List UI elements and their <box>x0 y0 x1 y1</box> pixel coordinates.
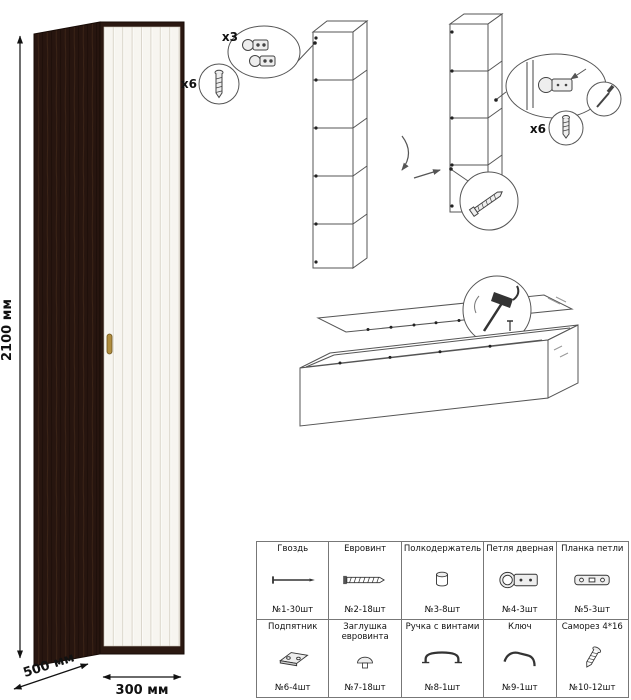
part-name: Подпятник <box>268 622 318 632</box>
hinge-icon <box>242 39 269 51</box>
confirmat-screw-icon <box>468 191 503 218</box>
part-name: Петля дверная <box>486 544 554 554</box>
hinge-icon <box>249 55 276 67</box>
euro-screw-icon <box>339 555 391 605</box>
part-cell-nail: Гвоздь №1-30шт <box>257 542 330 620</box>
euro-screw-icon <box>562 115 570 139</box>
leader-line <box>296 43 315 63</box>
part-cell-shelf-support: Полкодержатель №3-8шт <box>401 542 485 620</box>
assembly-diagram: x3 x6 <box>181 13 622 427</box>
confirmat-screw-callout <box>449 167 519 231</box>
height-dimension-label: 2100 мм <box>0 299 15 361</box>
part-cell-euro-screw: Евровинт №2-18шт <box>329 542 402 620</box>
leader-line <box>496 91 507 100</box>
leader-line <box>451 169 469 182</box>
part-cell-screw-cap: Заглушка евровинта №7-18шт <box>329 620 402 698</box>
screw-count-label-right: x6 <box>530 122 546 136</box>
glide-pad-icon <box>273 633 313 683</box>
self-tapping-screw-icon <box>579 633 605 683</box>
screw-count-label-top: x6 <box>181 77 197 91</box>
nail-icon <box>267 555 319 605</box>
part-cell-self-tapping-screw: Саморез 4*16 №10-12шт <box>556 620 629 698</box>
euro-screw-callout-top: x6 <box>181 63 240 105</box>
inner-rim-back <box>333 327 571 356</box>
shelf-lines <box>450 60 503 166</box>
part-cell-door-hinge: Петля дверная №4-3шт <box>484 542 557 620</box>
part-name: Заглушка евровинта <box>341 622 389 642</box>
cabinet-base-box <box>299 324 579 427</box>
carcass-frame-left <box>311 19 369 269</box>
part-qty: №2-18шт <box>344 605 386 615</box>
nail-position-dots <box>366 319 461 331</box>
part-cell-key: Ключ №9-1шт <box>484 620 557 698</box>
inner-rim-left <box>305 354 335 368</box>
hinge-plate-icon <box>571 555 613 605</box>
part-qty: №6-4шт <box>274 683 311 693</box>
cabinet-door <box>103 26 181 647</box>
inner-rim-front <box>305 339 543 368</box>
part-qty: №1-30шт <box>272 605 314 615</box>
depth-dimension-arrow <box>13 663 89 690</box>
hinge-on-panel-icon <box>526 60 587 110</box>
leader-dot <box>313 41 317 45</box>
part-name: Саморез 4*16 <box>561 622 623 632</box>
door-handle <box>106 333 113 355</box>
leader-dot <box>449 167 453 171</box>
hinge-callout: x3 <box>222 25 317 79</box>
width-dimension-label: 300 мм <box>116 683 169 698</box>
end-grain-hatch <box>553 345 569 358</box>
part-name: Ручка с винтами <box>405 622 480 632</box>
part-qty: №7-18шт <box>344 683 386 693</box>
nail-icon <box>507 320 513 331</box>
part-qty: №8-1шт <box>424 683 461 693</box>
shelf-support-icon <box>431 555 453 605</box>
back-panel-board <box>316 294 574 333</box>
hinge-count-label: x3 <box>222 30 238 44</box>
handle-icon <box>417 633 467 683</box>
dowel-dots <box>338 344 492 365</box>
key-icon <box>500 633 540 683</box>
parts-table: Гвоздь №1-30шт Евровинт №2-18шт <box>256 541 629 698</box>
part-qty: №10-12шт <box>569 683 616 693</box>
hinge-mounting-callout <box>494 53 622 119</box>
part-qty: №5-3шт <box>574 605 611 615</box>
hammer-callout <box>462 275 532 345</box>
part-name: Евровинт <box>344 544 387 554</box>
cabinet <box>33 21 185 667</box>
shelf-lines <box>313 69 368 225</box>
hammer-icon <box>474 285 520 332</box>
part-name: Планка петли <box>561 544 624 554</box>
part-name: Ключ <box>508 622 532 632</box>
door-hinge-icon <box>497 555 543 605</box>
part-qty: №4-3шт <box>502 605 538 615</box>
part-cell-glide-pad: Подпятник №6-4шт <box>257 620 330 698</box>
part-qty: №9-1шт <box>502 683 538 693</box>
screw-position-dots <box>314 36 318 264</box>
euro-screw-icon <box>214 69 224 99</box>
part-name: Гвоздь <box>277 544 309 554</box>
assembly-direction-arrows <box>401 135 441 179</box>
screw-cap-icon <box>353 643 377 683</box>
screw-position-dots <box>450 30 454 208</box>
euro-screw-callout-right: x6 <box>530 110 584 146</box>
end-grain-hatch <box>547 296 567 305</box>
part-name: Полкодержатель <box>403 544 482 554</box>
part-cell-hinge-plate: Планка петли №5-3шт <box>556 542 629 620</box>
leader-dot <box>494 98 498 102</box>
screwdriver-icon <box>596 84 615 108</box>
part-cell-handle: Ручка с винтами №8-1шт <box>401 620 485 698</box>
part-qty: №3-8шт <box>424 605 461 615</box>
